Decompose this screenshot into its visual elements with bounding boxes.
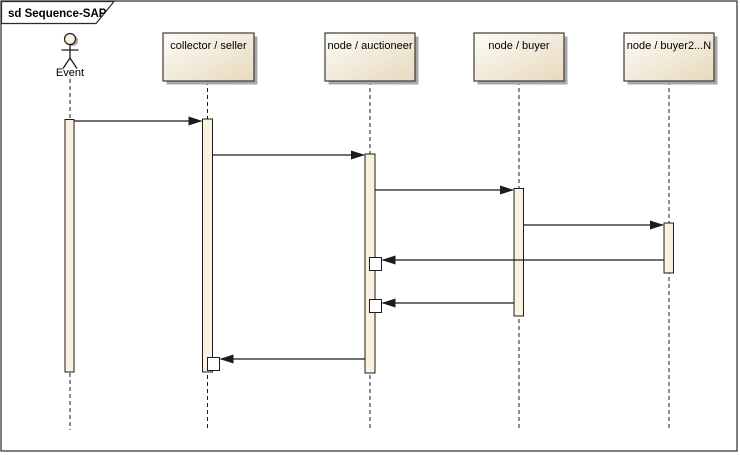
activation-buyer[interactable] xyxy=(513,188,524,317)
lifeline-label-auctioneer: node / auctioneer xyxy=(327,40,412,52)
actor-label: Event xyxy=(56,67,84,79)
nested-activation-auctioneer-2[interactable] xyxy=(369,299,382,313)
lifeline-box-buyer2n[interactable] xyxy=(623,32,715,82)
actor-leg-right xyxy=(69,57,78,69)
frame-title: sd Sequence-SAP xyxy=(8,8,107,20)
actor-event[interactable]: Event xyxy=(56,32,84,80)
lifeline-label-seller: collector / seller xyxy=(170,40,247,52)
lifeline-box-buyer[interactable] xyxy=(473,32,565,82)
activation-event[interactable] xyxy=(64,119,75,373)
nested-activation-seller[interactable] xyxy=(207,357,220,371)
lifeline-box-seller[interactable] xyxy=(162,32,255,82)
nested-activation-auctioneer-1[interactable] xyxy=(369,257,382,271)
lifeline-header-buyer: node / buyer xyxy=(473,32,568,85)
lifeline-box-auctioneer[interactable] xyxy=(324,32,416,82)
lifeline-header-buyer2n: node / buyer2...N xyxy=(623,32,718,85)
lifeline-label-buyer2n: node / buyer2...N xyxy=(627,40,711,52)
activation-seller[interactable] xyxy=(202,118,213,373)
actor-head-icon xyxy=(63,32,77,46)
lifeline-header-auctioneer: node / auctioneer xyxy=(324,32,419,85)
actor-leg-left xyxy=(62,57,71,69)
lifeline-header-seller: collector / seller xyxy=(162,32,258,85)
lifeline-label-buyer: node / buyer xyxy=(488,40,549,52)
activation-buyer2n[interactable] xyxy=(663,222,674,274)
frame-label-tab xyxy=(0,0,116,25)
